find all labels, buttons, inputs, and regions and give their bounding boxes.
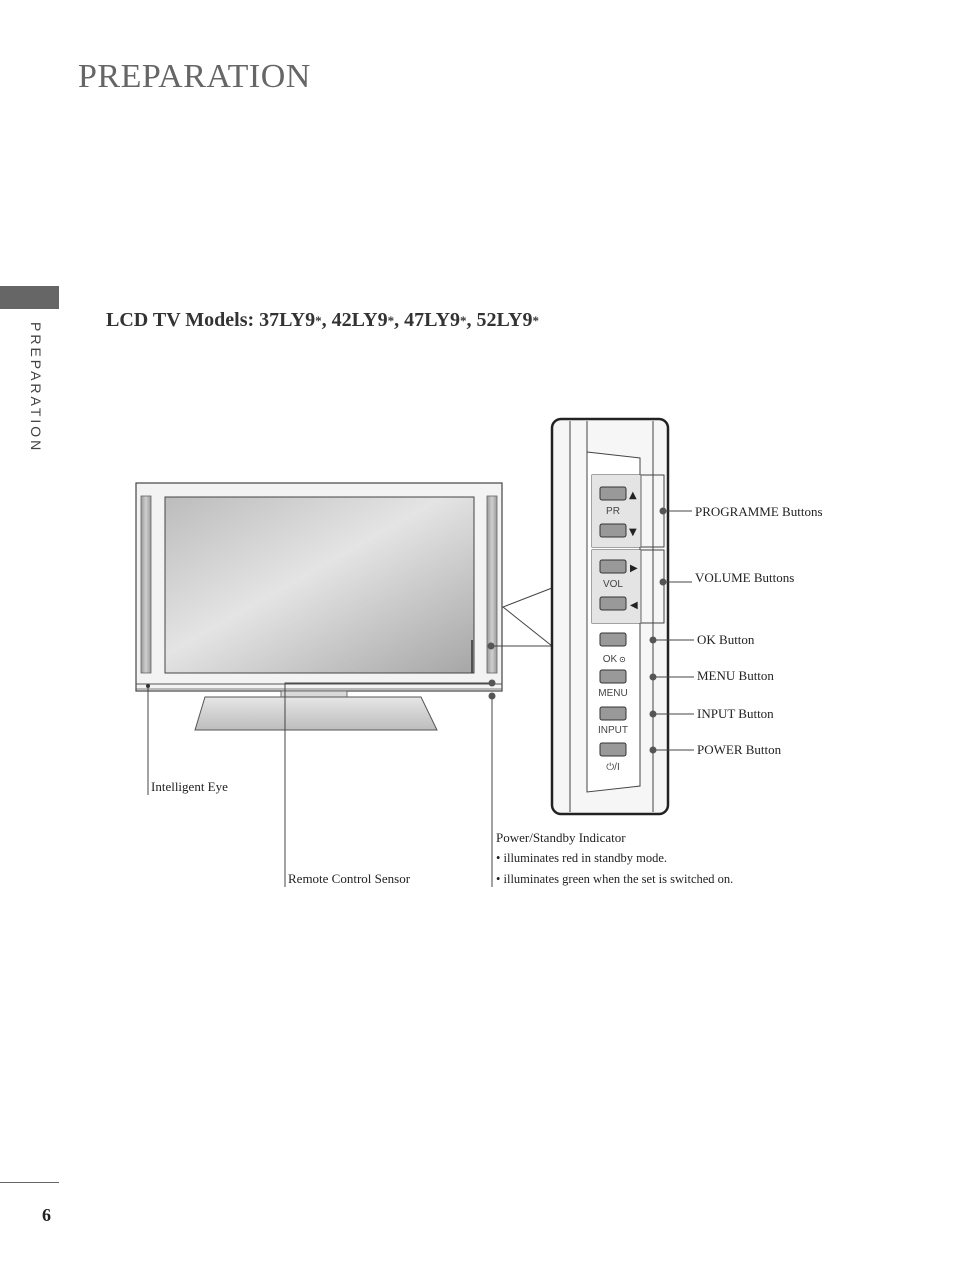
page-title: PREPARATION bbox=[78, 58, 311, 95]
power-button-label: POWER Button bbox=[697, 742, 782, 757]
pr-label: PR bbox=[606, 506, 620, 517]
power-indicator-label: Power/Standby Indicator bbox=[496, 830, 626, 845]
intelligent-eye-dot bbox=[146, 684, 150, 688]
ok-button-label: OK Button bbox=[697, 632, 755, 647]
right-speaker bbox=[486, 495, 498, 674]
input-button-label: INPUT Button bbox=[697, 706, 774, 721]
vol-up-button bbox=[599, 559, 627, 574]
bottom-callouts: Intelligent Eye Remote Control Sensor Po… bbox=[147, 679, 733, 887]
tv-set bbox=[135, 482, 503, 731]
up-arrow-icon: ▲ bbox=[629, 490, 637, 501]
power-button bbox=[599, 742, 627, 757]
heading-star: * bbox=[387, 313, 395, 328]
indicator-note-green: • illuminates green when the set is swit… bbox=[496, 872, 733, 886]
vol-label: VOL bbox=[603, 579, 623, 590]
pr-down-button bbox=[599, 523, 627, 538]
heading-part-1: LCD TV Models: 37LY9 bbox=[106, 309, 316, 331]
programme-buttons-label: PROGRAMME Buttons bbox=[695, 504, 823, 519]
menu-button-label: MENU Button bbox=[697, 668, 774, 683]
section-heading: LCD TV Models: 37LY9*, 42LY9*, 47LY9*, 5… bbox=[106, 309, 539, 332]
ok-button bbox=[599, 632, 627, 647]
pr-up-button bbox=[599, 486, 627, 501]
power-icon: ⏻/I bbox=[606, 762, 619, 773]
menu-label: MENU bbox=[598, 688, 627, 699]
control-panel: ▲ PR ▼ ▶ VOL ◀ OK ⊙ MENU INPUT ⏻/I bbox=[550, 417, 670, 816]
menu-button bbox=[599, 669, 627, 684]
down-arrow-icon: ▼ bbox=[629, 527, 637, 538]
heading-star: * bbox=[460, 313, 467, 328]
tv-screen bbox=[164, 496, 475, 674]
heading-star: * bbox=[532, 313, 539, 328]
zoom-callout-lines bbox=[491, 587, 554, 647]
left-speaker bbox=[140, 495, 152, 674]
side-tab-label: PREPARATION bbox=[28, 322, 44, 454]
right-callouts: PROGRAMME Buttons VOLUME Buttons OK Butt… bbox=[649, 504, 823, 757]
heading-part-3: , 47LY9 bbox=[394, 309, 461, 331]
tv-stand bbox=[194, 696, 438, 731]
right-arrow-icon: ▶ bbox=[630, 563, 638, 574]
intelligent-eye-label: Intelligent Eye bbox=[151, 779, 228, 794]
ok-icon: ⊙ bbox=[619, 655, 626, 664]
input-button bbox=[599, 706, 627, 721]
vol-down-button bbox=[599, 596, 627, 611]
input-label: INPUT bbox=[598, 725, 628, 736]
heading-part-4: , 52LY9 bbox=[466, 309, 533, 331]
ok-label: OK bbox=[603, 654, 618, 665]
page-number: 6 bbox=[42, 1205, 51, 1225]
footer-rule bbox=[0, 1182, 59, 1183]
heading-part-2: , 42LY9 bbox=[321, 309, 388, 331]
left-arrow-icon: ◀ bbox=[630, 600, 638, 611]
side-tab-marker bbox=[0, 286, 59, 309]
heading-star: * bbox=[315, 313, 322, 328]
volume-buttons-label: VOLUME Buttons bbox=[695, 570, 794, 585]
indicator-note-red: • illuminates red in standby mode. bbox=[496, 851, 667, 865]
remote-sensor-label: Remote Control Sensor bbox=[288, 871, 411, 886]
